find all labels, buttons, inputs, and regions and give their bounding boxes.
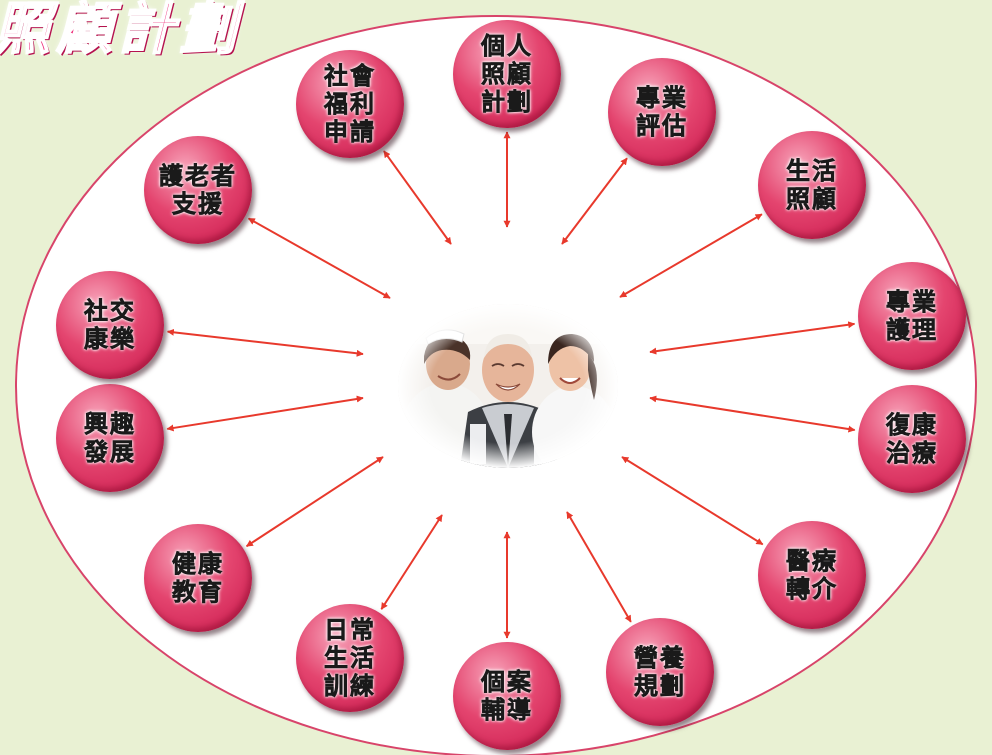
node-label-line: 護老者 (159, 162, 237, 191)
node-label-line: 訓練 (324, 672, 376, 701)
care-plan-node[interactable]: 興趣發展 (56, 384, 164, 492)
care-plan-node-label: 專業評估 (636, 84, 688, 141)
care-plan-node[interactable]: 健康教育 (144, 524, 252, 632)
double-arrow (561, 157, 628, 245)
care-plan-node-label: 生活照顧 (786, 157, 838, 214)
node-label-line: 評估 (636, 112, 688, 141)
node-label-line: 社會 (324, 62, 376, 91)
node-label-line: 照顧 (786, 185, 838, 214)
care-plan-node-label: 日常生活訓練 (324, 616, 376, 701)
node-label-line: 教育 (172, 578, 224, 607)
care-plan-node[interactable]: 個人照顧計劃 (453, 20, 561, 128)
care-plan-node-label: 個案輔導 (481, 668, 533, 725)
node-label-line: 發展 (84, 438, 136, 467)
node-label-line: 轉介 (786, 575, 838, 604)
node-label-line: 輔導 (481, 696, 533, 725)
double-arrow (566, 511, 632, 623)
center-photo (398, 304, 618, 468)
care-plan-node-label: 興趣發展 (84, 410, 136, 467)
node-label-line: 生活 (324, 644, 376, 673)
node-label-line: 支援 (172, 190, 224, 219)
node-label-line: 護理 (886, 316, 938, 345)
double-arrow (245, 456, 384, 548)
node-label-line: 照顧 (481, 60, 533, 89)
node-label-line: 生活 (786, 157, 838, 186)
page-title: 照顧計劃 (0, 0, 242, 63)
arrow-group (166, 131, 856, 639)
care-plan-node[interactable]: 專業護理 (858, 262, 966, 370)
caregivers-photo-illustration (398, 304, 618, 468)
double-arrow (619, 213, 763, 298)
node-label-line: 日常 (324, 616, 376, 645)
double-arrow (166, 328, 364, 357)
care-plan-node-label: 醫療轉介 (786, 547, 838, 604)
double-arrow (649, 321, 856, 355)
node-label-line: 社交 (84, 297, 136, 326)
node-label-line: 醫療 (786, 547, 838, 576)
care-plan-node[interactable]: 社會福利申請 (296, 50, 404, 158)
node-label-line: 規劃 (634, 672, 686, 701)
node-label-line: 福利 (324, 90, 376, 119)
care-plan-node-label: 社會福利申請 (324, 62, 376, 147)
care-plan-node-label: 護老者支援 (159, 162, 237, 219)
node-label-line: 計劃 (481, 88, 533, 117)
care-plan-node-label: 營養規劃 (634, 644, 686, 701)
node-label-line: 康樂 (84, 325, 136, 354)
node-label-line: 興趣 (84, 410, 136, 439)
care-plan-node[interactable]: 社交康樂 (56, 271, 164, 379)
double-arrow (166, 395, 364, 432)
double-arrow (247, 217, 391, 299)
care-plan-node[interactable]: 專業評估 (608, 58, 716, 166)
node-label-line: 個案 (481, 668, 533, 697)
node-label-line: 申請 (324, 118, 376, 147)
care-plan-node-label: 健康教育 (172, 550, 224, 607)
double-arrow (621, 456, 764, 546)
care-plan-node-label: 專業護理 (886, 288, 938, 345)
double-arrow (383, 150, 452, 245)
care-plan-node[interactable]: 個案輔導 (453, 642, 561, 750)
care-plan-node-label: 復康治療 (886, 411, 938, 468)
double-arrow (380, 514, 443, 610)
care-plan-node-label: 個人照顧計劃 (481, 32, 533, 117)
node-label-line: 營養 (634, 644, 686, 673)
care-plan-node[interactable]: 日常生活訓練 (296, 604, 404, 712)
node-label-line: 專業 (636, 84, 688, 113)
node-label-line: 專業 (886, 288, 938, 317)
node-label-line: 治療 (886, 439, 938, 468)
node-label-line: 個人 (481, 32, 533, 61)
care-plan-node[interactable]: 復康治療 (858, 385, 966, 493)
node-label-line: 復康 (886, 411, 938, 440)
node-label-line: 健康 (172, 550, 224, 579)
double-arrow (649, 395, 856, 433)
care-plan-node[interactable]: 醫療轉介 (758, 521, 866, 629)
care-plan-node[interactable]: 生活照顧 (758, 131, 866, 239)
care-plan-node[interactable]: 護老者支援 (144, 136, 252, 244)
care-plan-node-label: 社交康樂 (84, 297, 136, 354)
care-plan-node[interactable]: 營養規劃 (606, 618, 714, 726)
